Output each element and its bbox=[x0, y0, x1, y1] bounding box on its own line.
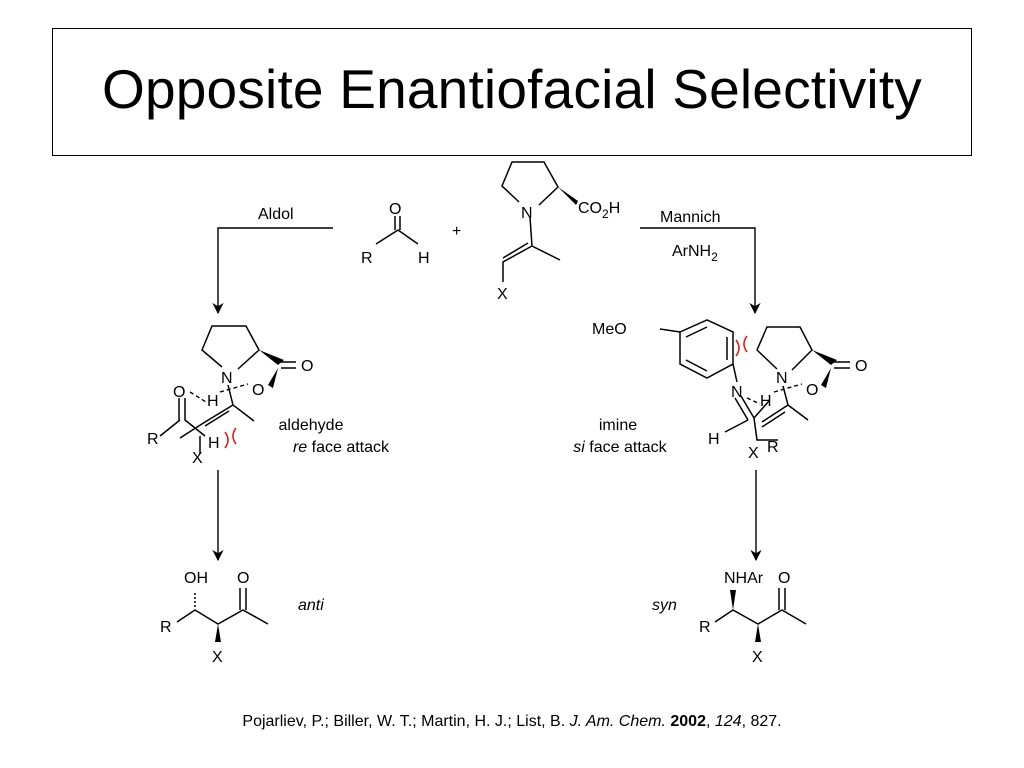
carboxylic-acid-label: CO2H bbox=[578, 200, 620, 221]
syn-nhar-label: NHAr bbox=[724, 570, 764, 587]
syn-carbonyl-oxygen: O bbox=[778, 570, 790, 587]
enamine-x-substituent: X bbox=[497, 286, 508, 303]
aldol-arrow: Aldol bbox=[212, 206, 333, 315]
proline-enamine-structure: N CO2H X bbox=[497, 161, 620, 303]
ts-left-bridge-hydrogen: H bbox=[207, 393, 219, 410]
aldehyde-structure: O R H bbox=[361, 201, 430, 267]
ts-right-x-substituent: X bbox=[748, 445, 759, 462]
syn-mannich-product: NHAr O R X syn bbox=[652, 570, 807, 666]
ts-right-ring-oxygen: O bbox=[806, 382, 818, 399]
ts-left-r-group: R bbox=[147, 431, 159, 448]
syn-label: syn bbox=[652, 597, 677, 614]
anti-hydroxyl-label: OH bbox=[184, 570, 208, 587]
aldehyde-oxygen: O bbox=[389, 201, 401, 218]
citation-pages: , 827. bbox=[741, 713, 782, 730]
mannich-caption-line2: si face attack bbox=[573, 439, 667, 456]
citation-volume: 124 bbox=[714, 713, 742, 730]
anti-x-substituent: X bbox=[212, 649, 223, 666]
mannich-transition-state: MeO N N O O H H X R imine si face attack bbox=[573, 319, 867, 462]
mannich-reagent: ArNH2 bbox=[672, 243, 718, 264]
anti-carbonyl-oxygen: O bbox=[237, 570, 249, 587]
aldehyde-hydrogen: H bbox=[418, 250, 430, 267]
anti-r-group: R bbox=[160, 619, 172, 636]
plus-sign: + bbox=[452, 223, 461, 240]
enamine-nitrogen: N bbox=[521, 205, 533, 222]
title-box: Opposite Enantiofacial Selectivity bbox=[52, 28, 972, 156]
aldol-caption-line1: aldehyde bbox=[279, 417, 344, 434]
ts-right-carbonyl-oxygen: O bbox=[855, 358, 867, 375]
citation: Pojarliev, P.; Biller, W. T.; Martin, H.… bbox=[242, 713, 782, 730]
ts-left-aldehyde-oxygen: O bbox=[173, 384, 185, 401]
mannich-label: Mannich bbox=[660, 209, 720, 226]
page-title: Opposite Enantiofacial Selectivity bbox=[101, 58, 922, 120]
anti-label: anti bbox=[298, 597, 324, 614]
ts-right-imine-nitrogen: N bbox=[731, 384, 743, 401]
aldehyde-r-group: R bbox=[361, 250, 373, 267]
syn-r-group: R bbox=[699, 619, 711, 636]
ts-left-x-substituent: X bbox=[192, 450, 203, 467]
citation-journal: J. Am. Chem. bbox=[569, 713, 666, 730]
ts-right-r-group: R bbox=[767, 439, 779, 456]
ts-right-methoxy: MeO bbox=[592, 321, 627, 338]
mannich-caption-line1: imine bbox=[599, 417, 637, 434]
ts-right-bridge-hydrogen: H bbox=[760, 393, 772, 410]
syn-x-substituent: X bbox=[752, 649, 763, 666]
aldol-label: Aldol bbox=[258, 206, 294, 223]
ts-right-ring-nitrogen: N bbox=[776, 370, 788, 387]
mannich-arrow: Mannich ArNH2 bbox=[640, 209, 761, 315]
aldol-transition-state: N O O H O R X H aldehyde re face attack bbox=[147, 325, 390, 467]
anti-aldol-product: OH O R X anti bbox=[160, 570, 324, 666]
ts-left-vinyl-hydrogen: H bbox=[208, 435, 220, 452]
ts-right-imine-hydrogen: H bbox=[708, 431, 720, 448]
citation-year: 2002 bbox=[670, 713, 706, 730]
citation-authors: Pojarliev, P.; Biller, W. T.; Martin, H.… bbox=[242, 713, 570, 730]
ts-left-ring-oxygen: O bbox=[252, 382, 264, 399]
aldol-caption-line2: re face attack bbox=[293, 439, 390, 456]
ts-left-carbonyl-oxygen: O bbox=[301, 358, 313, 375]
ts-left-nitrogen: N bbox=[221, 370, 233, 387]
